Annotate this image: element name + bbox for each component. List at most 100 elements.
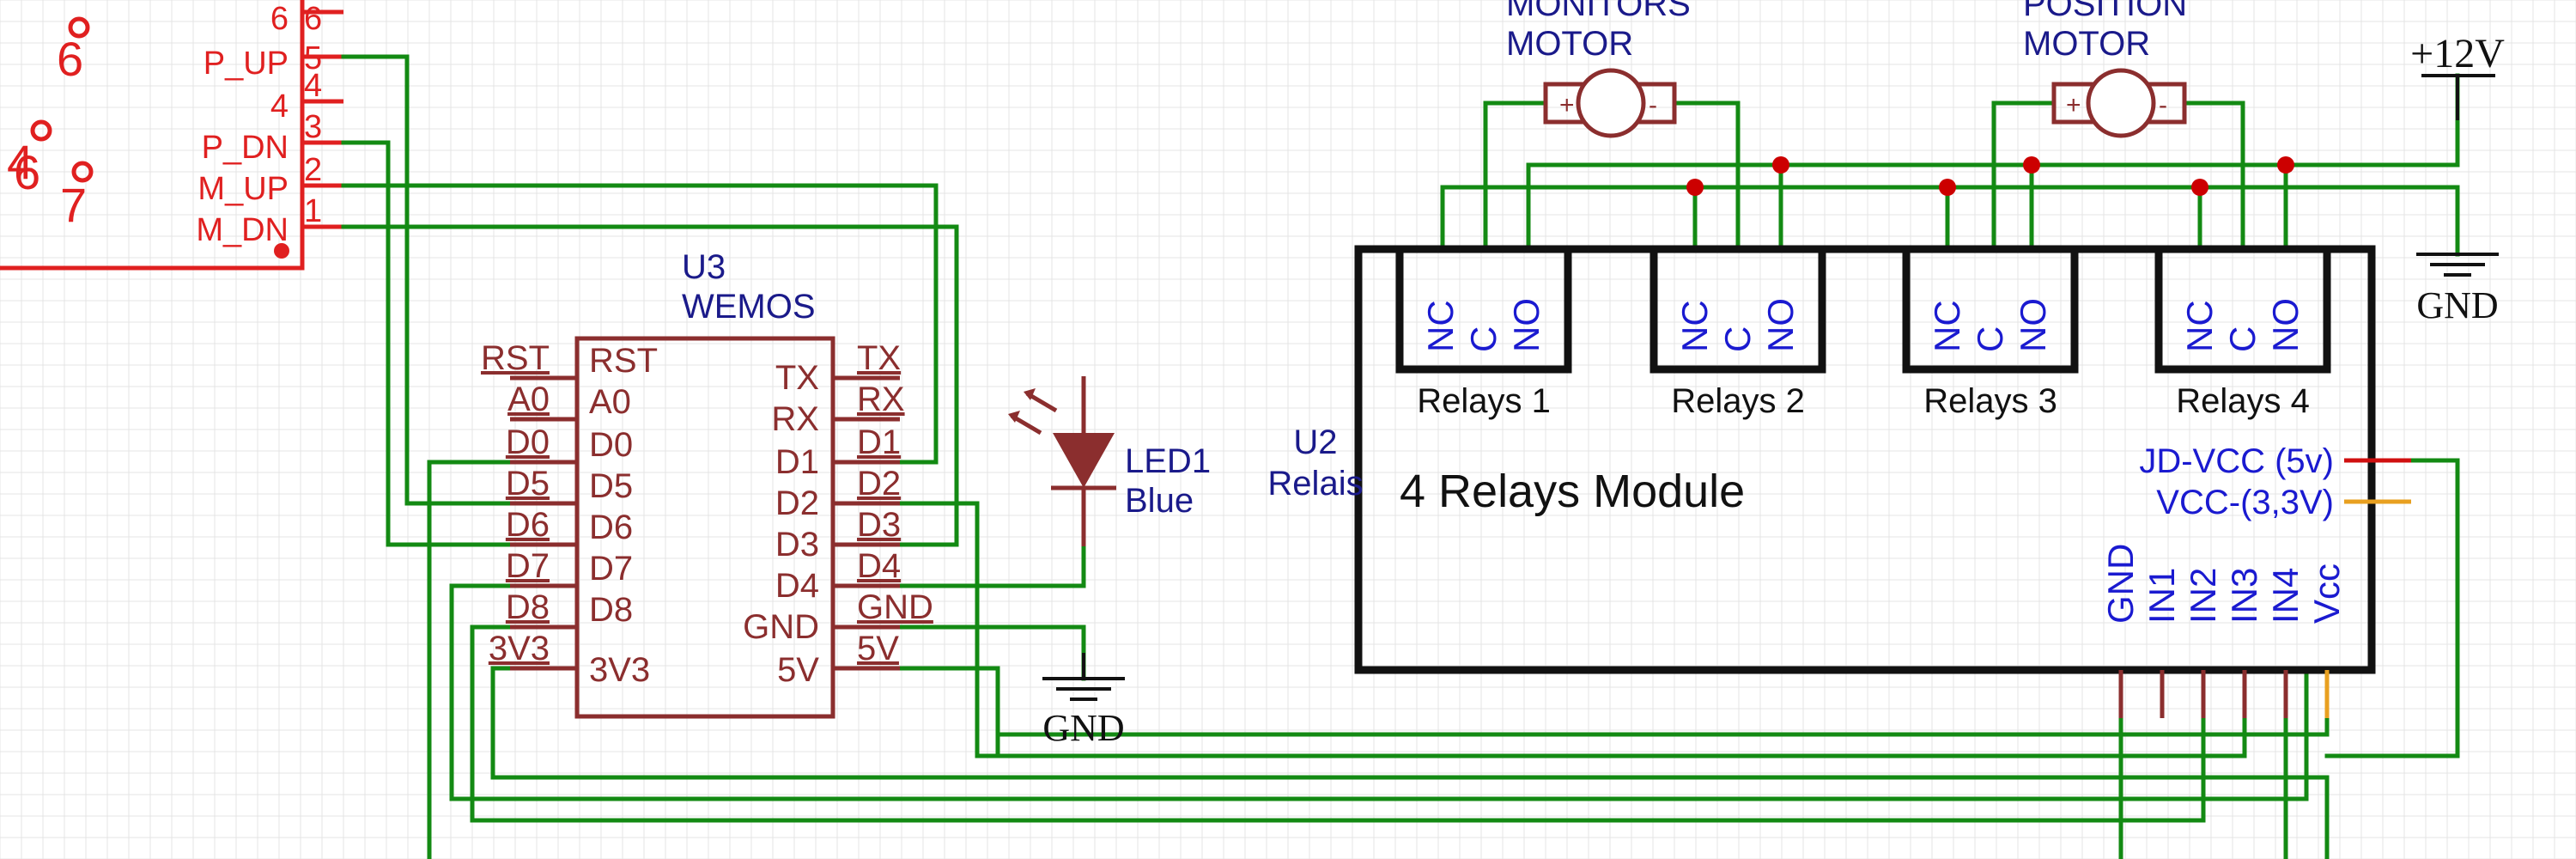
motor-name: MOTOR — [2023, 25, 2150, 63]
gnd-label: GND — [1042, 707, 1124, 749]
led-symbol: LED1 Blue — [1008, 376, 1211, 546]
relay-module-title: 4 Relays Module — [1400, 466, 1745, 517]
relay-module-ref: U2 — [1293, 423, 1337, 461]
relay-label: Relays 2 — [1671, 382, 1805, 420]
wemos-pin-label: D7 — [589, 550, 633, 588]
connector-pin-number: 4 — [304, 68, 322, 104]
wemos-net-label: RST — [481, 339, 550, 377]
wire-d7-in3 — [449, 583, 2309, 801]
wemos-pin-label: D6 — [589, 509, 633, 546]
wire-d0 — [427, 460, 513, 859]
wemos-net-label: D3 — [857, 506, 901, 544]
wire-3v3 — [490, 666, 2330, 859]
led-diode-triangle — [1053, 433, 1115, 488]
partial-part-fragment: 6 4 6 7 — [7, 16, 94, 232]
pad-circle — [30, 119, 52, 142]
motor-circle — [2086, 68, 2156, 138]
led-ref: LED1 — [1125, 442, 1211, 480]
connector-pin-number: 2 — [304, 152, 322, 188]
led-value: Blue — [1125, 482, 1194, 520]
relay-contact-label: NC — [1674, 300, 1715, 352]
gnd-label: GND — [2416, 284, 2498, 326]
relay-contact-label: C — [1463, 326, 1504, 352]
wemos-pin-label: D0 — [589, 426, 633, 464]
wire-5v-vcc — [995, 667, 2330, 758]
relay-input-pin-label: IN2 — [2183, 568, 2223, 624]
relay-contact-label: NC — [1927, 300, 1967, 352]
junctions — [1686, 156, 2294, 196]
wemos-net-label: D8 — [506, 588, 550, 626]
wemos-left-pins — [510, 375, 577, 671]
wemos-net-label: D0 — [506, 423, 550, 461]
relay-input-pin-label: IN1 — [2142, 568, 2182, 624]
relay-2: NC C NO Relays 2 — [1649, 249, 1826, 420]
fragment-label: 6 — [57, 32, 83, 86]
relay-label: Relays 1 — [1417, 382, 1551, 420]
wemos-net-label: 3V3 — [489, 630, 550, 667]
wemos-pin-label: 5V — [777, 651, 819, 689]
relay-contact-label: C — [1970, 326, 2010, 352]
position-motor: POSITION MOTOR + - — [2023, 0, 2187, 138]
wemos-value: WEMOS — [682, 288, 816, 326]
svg-text:-: - — [1649, 91, 1657, 119]
connector-header: 6 5 4 3 2 1 6 P_UP 4 P_DN M_UP M_DN GND — [0, 0, 501, 271]
gnd-symbol-relay: GND — [2416, 253, 2499, 326]
svg-text:-: - — [2159, 91, 2167, 119]
motor-name: MONITORS — [1506, 0, 1691, 23]
junction-dot — [1939, 179, 1956, 196]
connector-pin-label: M_UP — [197, 171, 289, 207]
wire-p-up-d5 — [341, 54, 513, 506]
connector-pin-label: 6 — [270, 1, 289, 37]
wemos-net-label: GND — [857, 588, 933, 626]
motor-name: POSITION — [2023, 0, 2187, 23]
wemos-net-label: D1 — [857, 423, 901, 461]
relay-3: NC C NO Relays 3 — [1902, 249, 2079, 420]
svg-text:+: + — [1559, 91, 1575, 119]
relay-input-pin-label: IN4 — [2265, 568, 2306, 624]
connector-pin-label: P_DN — [202, 130, 289, 166]
wemos-ref: U3 — [682, 248, 726, 286]
wemos-pin-label: D8 — [589, 591, 633, 629]
wemos-pin-label: RX — [771, 400, 819, 438]
pad-circle — [68, 16, 90, 39]
gnd-symbol-wemos: GND — [1042, 653, 1125, 749]
gnd-fragment-label: GND — [419, 0, 501, 7]
relay-module: U2 Relais 4 Relays Module NC C NO Relays… — [1267, 245, 2411, 718]
motor-name: MOTOR — [1506, 25, 1633, 63]
connector-pin-label: P_UP — [204, 46, 289, 82]
wire-position-right — [2182, 101, 2245, 252]
wemos-right-pins — [833, 375, 900, 671]
junction-dot — [1686, 179, 1704, 196]
wemos-pin-label: A0 — [589, 383, 631, 421]
relay-power-pin-label: JD-VCC (5v) — [2139, 442, 2334, 480]
wire-gnd-rail — [1440, 185, 2460, 257]
relay-label: Relays 4 — [2176, 382, 2310, 420]
junction-dot — [2023, 156, 2040, 174]
monitors-motor: MONITORS MOTOR + - — [1506, 0, 1691, 138]
wemos-net-label: A0 — [507, 381, 550, 418]
relay-contact-label: C — [1717, 326, 1758, 352]
wire-d2-in2 — [851, 501, 2247, 758]
wemos-net-label: D7 — [506, 547, 550, 585]
wemos-net-label: RX — [857, 381, 905, 418]
wemos-net-label: D6 — [506, 506, 550, 544]
svg-text:+: + — [2066, 91, 2081, 119]
wemos-net-label: D4 — [857, 547, 901, 585]
relay-contact-label: NC — [2179, 300, 2220, 352]
fragment-label: 4 — [7, 135, 33, 189]
wemos-pin-label: D1 — [775, 443, 819, 481]
wire-p-dn-d6 — [341, 140, 513, 547]
relay-contact-label: NO — [2265, 298, 2306, 352]
relay-contact-label: C — [2222, 326, 2263, 352]
wire-d8-in1 — [470, 624, 2206, 823]
junction-dot — [2277, 156, 2294, 174]
wemos-pin-label: D2 — [775, 484, 819, 522]
motor-circle — [1576, 68, 1646, 138]
connector-pin-number: 1 — [304, 193, 322, 229]
wire-jd-vcc — [2324, 458, 2460, 758]
connector-outline — [0, 0, 305, 271]
supply-12v: +12V — [2410, 31, 2505, 120]
wemos-pin-label: RST — [589, 342, 658, 380]
relay-contact-label: NO — [1506, 298, 1546, 352]
